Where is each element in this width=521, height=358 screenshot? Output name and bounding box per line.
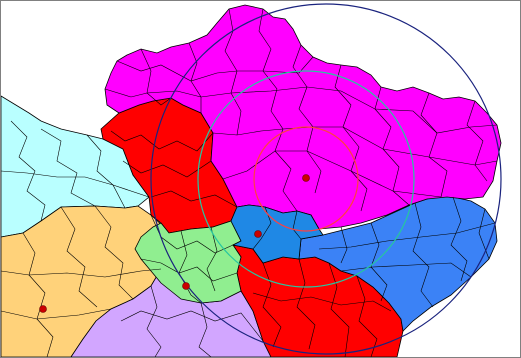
central-blue-point [254,230,262,238]
magenta-region [104,4,502,230]
inner-ring [253,126,359,232]
regions [1,4,502,357]
center-point [302,174,310,182]
outer-ring [150,3,502,355]
points [39,174,310,313]
green-region-point [182,282,190,290]
district-boundaries [1,8,498,357]
middle-ring [197,70,415,288]
orange-region-point [39,305,47,313]
rings [150,3,502,355]
